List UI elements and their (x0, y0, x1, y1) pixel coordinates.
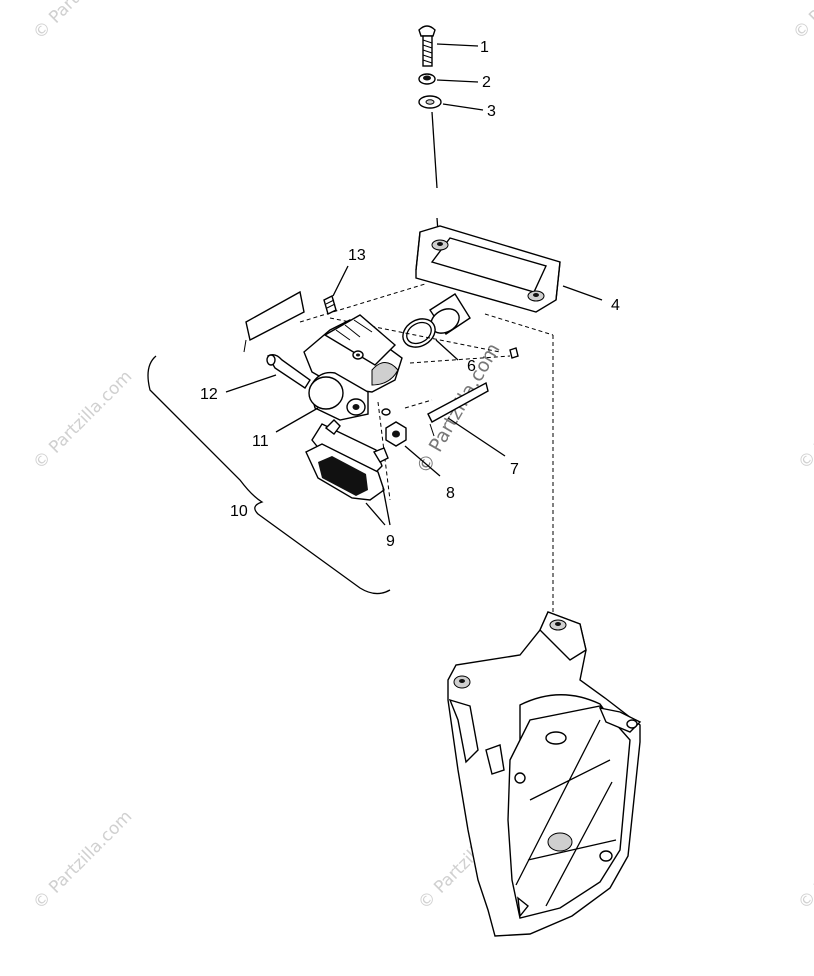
flat-washer-part-3 (418, 95, 484, 111)
caliper-housing-part-11 (275, 371, 391, 433)
chaincase-housing (447, 611, 642, 937)
shim-upper-left (243, 290, 305, 353)
callout-1: 1 (480, 39, 489, 56)
assembly-bracket-part-10 (147, 355, 391, 595)
watermark-mid-right: © Partzilla.com (794, 367, 814, 474)
bolt-part-1 (418, 25, 479, 67)
bleeder-screw-part-13 (323, 265, 349, 316)
watermark-center: © Partzilla.com (412, 340, 504, 478)
brake-pads-part-9 (305, 419, 391, 526)
watermark-group: © Partzilla.com © Partzilla.com © Partzi… (29, 0, 814, 914)
shim-part-7 (427, 381, 506, 457)
caliper-pin-part-12 (225, 353, 311, 393)
watermark-bottom-right: © Partzilla.com (794, 807, 814, 914)
callout-3: 3 (487, 103, 496, 120)
watermark-top-right: © Partzilla.com (789, 0, 814, 44)
watermark-bottom-left: © Partzilla.com (29, 807, 136, 914)
callout-13: 13 (348, 247, 366, 264)
piston-and-seal-part-6 (402, 293, 519, 361)
callout-6: 6 (467, 358, 476, 375)
callout-9: 9 (386, 533, 395, 550)
callout-4: 4 (611, 297, 620, 314)
nut-part-8 (385, 421, 441, 477)
callout-7: 7 (510, 461, 519, 478)
callout-labels: 1 2 3 4 6 7 8 9 10 11 12 13 (200, 39, 620, 550)
watermark-top-left: © Partzilla.com (29, 0, 136, 44)
callout-12: 12 (200, 386, 218, 403)
watermark-mid-left: © Partzilla.com (29, 367, 136, 474)
mounting-bracket-part-4 (415, 225, 603, 313)
fastener-axis-line (431, 111, 438, 189)
lock-washer-part-2 (418, 73, 479, 85)
callout-10: 10 (230, 503, 248, 520)
callout-2: 2 (482, 74, 491, 91)
callout-8: 8 (446, 485, 455, 502)
callout-11: 11 (252, 433, 269, 450)
